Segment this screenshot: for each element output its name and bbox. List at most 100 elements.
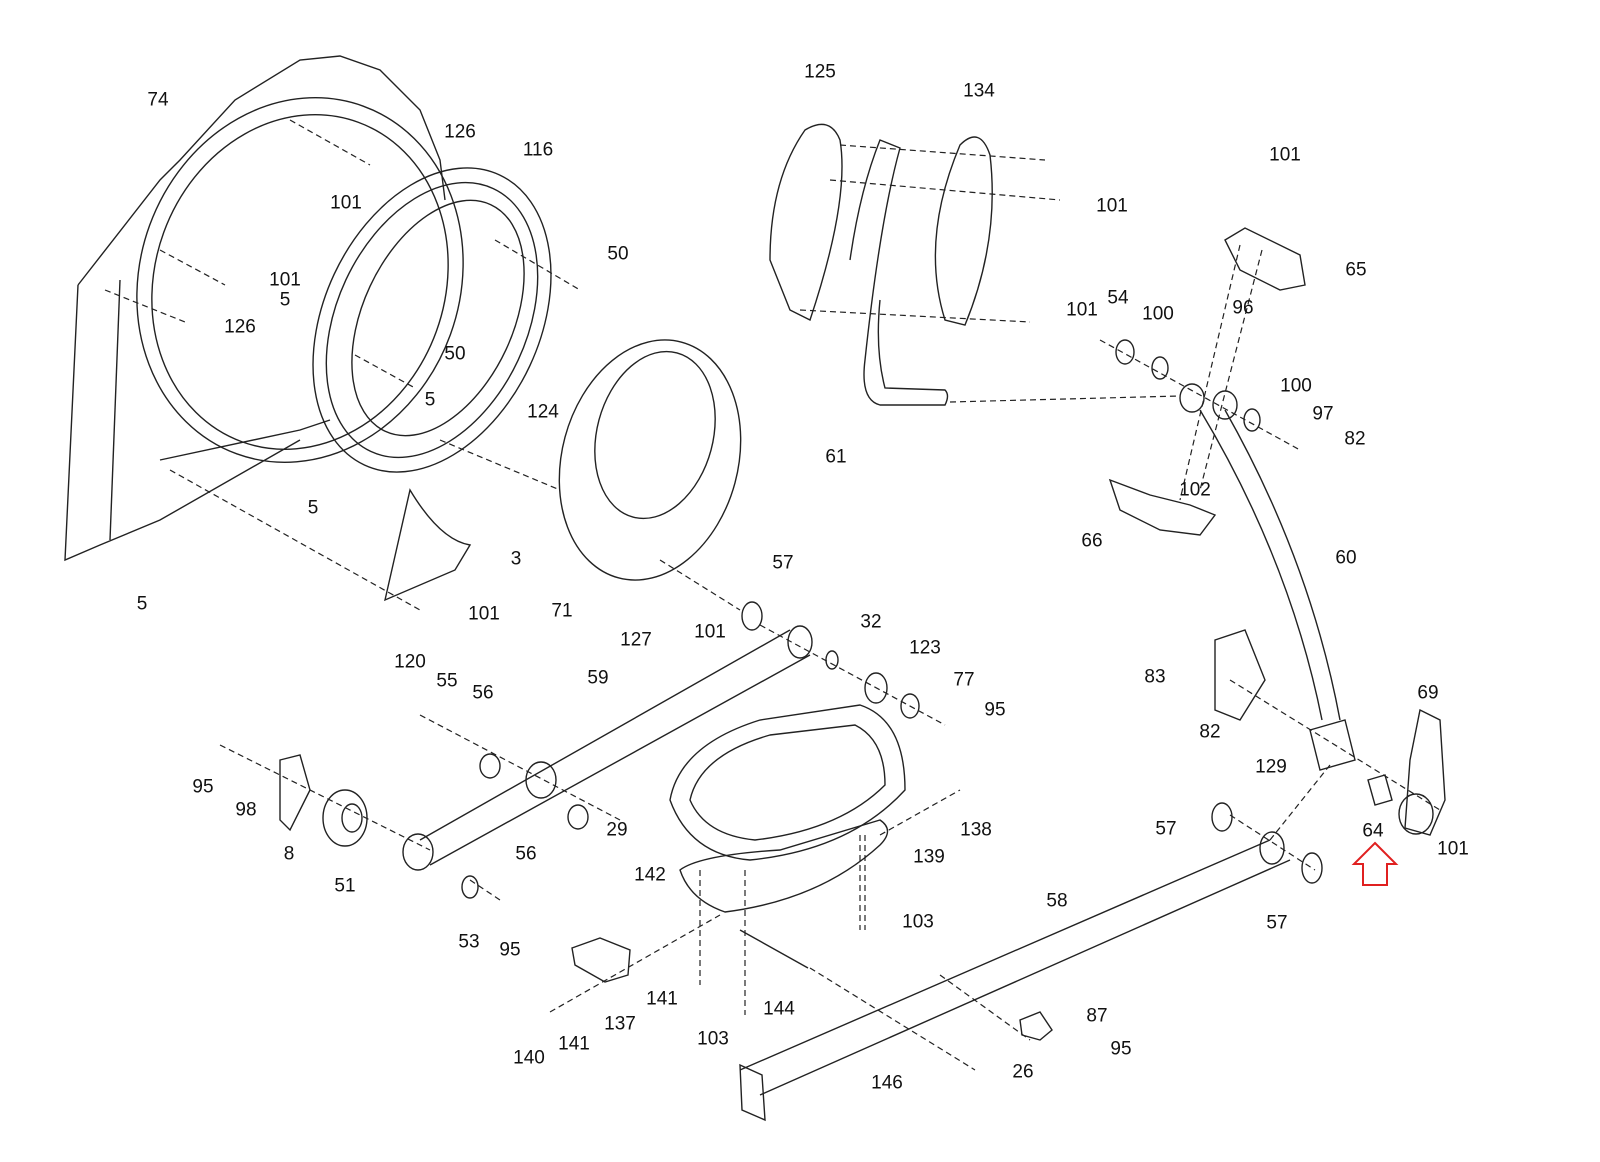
part-134-cover: [934, 136, 993, 326]
assembly-lines: [104, 119, 1441, 1071]
part-number-label: 142: [634, 864, 666, 886]
part-51-wheel: [322, 789, 368, 847]
highlight-arrow-icon: [1351, 841, 1399, 886]
part-number-label: 5: [307, 497, 319, 519]
part-number-label: 101: [1066, 299, 1098, 321]
part-number-label: 5: [136, 593, 148, 615]
part-number-label: 116: [522, 139, 554, 161]
part-66-cap: [1108, 478, 1217, 536]
part-57-bearing: [1301, 852, 1323, 884]
part-number-label: 124: [527, 401, 559, 423]
part-number-label: 83: [1144, 666, 1166, 688]
part-number-label: 57: [772, 552, 794, 574]
part-number-label: 144: [763, 998, 795, 1020]
part-number-label: 98: [235, 799, 257, 821]
part-number-label: 95: [1110, 1038, 1132, 1060]
part-number-label: 77: [953, 669, 975, 691]
part-number-label: 26: [1012, 1061, 1034, 1083]
part-number-label: 71: [551, 600, 573, 622]
part-number-label: 5: [279, 289, 291, 311]
part-number-label: 5: [424, 389, 436, 411]
part-137-end-cap: [571, 937, 631, 983]
part-number-label: 141: [558, 1033, 590, 1055]
part-number-label: 61: [825, 446, 847, 468]
part-number-label: 101: [1269, 144, 1301, 166]
part-number-label: 126: [224, 316, 256, 338]
part-71-disc-cover: [558, 339, 742, 581]
part-number-label: 129: [1255, 756, 1287, 778]
part-number-label: 95: [984, 699, 1006, 721]
part-number-label: 29: [606, 819, 628, 841]
part-number-label: 139: [913, 846, 945, 868]
part-number-label: 69: [1417, 682, 1439, 704]
part-53-washer: [461, 875, 479, 899]
part-number-label: 134: [963, 80, 995, 102]
part-number-label: 87: [1086, 1005, 1108, 1027]
part-51-wheel-inner: [341, 803, 363, 833]
part-number-label: 127: [620, 629, 652, 651]
part-number-label: 95: [499, 939, 521, 961]
part-116-inner-shroud: [312, 167, 552, 473]
part-57-bearing: [1211, 802, 1233, 832]
part-87-cover: [1019, 1011, 1053, 1041]
part-number-label: 3: [510, 548, 522, 570]
part-number-label: 100: [1142, 303, 1174, 325]
part-number-label: 125: [804, 61, 836, 83]
part-69-cover: [1404, 708, 1446, 836]
part-3-cover: [384, 488, 472, 602]
part-142-plate: [679, 819, 889, 913]
part-number-label: 126: [444, 121, 476, 143]
part-56-wheel: [479, 753, 501, 779]
part-59-pedal-arm: [402, 625, 813, 871]
part-64-axle: [1367, 774, 1393, 806]
part-123-bearing: [864, 672, 888, 704]
part-number-label: 120: [394, 651, 426, 673]
part-number-label: 95: [192, 776, 214, 798]
part-83-bracket: [1214, 629, 1266, 721]
part-number-label: 146: [871, 1072, 903, 1094]
part-57-bearing: [741, 601, 763, 631]
part-100-bearing: [1151, 356, 1169, 380]
part-number-label: 51: [334, 875, 356, 897]
part-61-arm: [849, 139, 949, 406]
part-number-label: 103: [697, 1028, 729, 1050]
part-number-label: 100: [1280, 375, 1312, 397]
part-77-washer: [900, 693, 920, 719]
part-number-label: 50: [607, 243, 629, 265]
part-number-label: 56: [515, 843, 537, 865]
part-100-bearing: [1243, 408, 1261, 432]
part-144-rod: [739, 929, 809, 969]
part-8-bracket: [279, 754, 311, 832]
part-number-label: 102: [1179, 479, 1211, 501]
part-number-label: 8: [283, 843, 295, 865]
part-54-bearing: [1115, 339, 1135, 365]
part-number-label: 55: [436, 670, 458, 692]
part-number-label: 57: [1155, 818, 1177, 840]
part-number-label: 138: [960, 819, 992, 841]
part-60-upright-arm: [1179, 383, 1356, 771]
part-number-label: 59: [587, 667, 609, 689]
part-number-label: 53: [458, 931, 480, 953]
part-number-label: 123: [909, 637, 941, 659]
part-29-pedal: [669, 704, 906, 861]
part-number-label: 101: [1437, 838, 1469, 860]
part-number-label: 82: [1344, 428, 1366, 450]
part-number-label: 57: [1266, 912, 1288, 934]
part-69-ring: [1398, 793, 1434, 835]
part-number-label: 101: [269, 269, 301, 291]
part-number-label: 101: [468, 603, 500, 625]
part-number-label: 66: [1081, 530, 1103, 552]
part-number-label: 101: [694, 621, 726, 643]
part-number-label: 60: [1335, 547, 1357, 569]
part-74-left-shroud: [64, 55, 464, 562]
part-number-label: 101: [1096, 195, 1128, 217]
part-number-label: 58: [1046, 890, 1068, 912]
part-number-label: 74: [147, 89, 169, 111]
part-number-label: 54: [1107, 287, 1129, 309]
part-number-label: 50: [444, 343, 466, 365]
part-number-label: 56: [472, 682, 494, 704]
part-number-label: 137: [604, 1013, 636, 1035]
part-number-label: 140: [513, 1047, 545, 1069]
part-number-label: 97: [1312, 403, 1334, 425]
part-65-cap: [1224, 227, 1306, 291]
